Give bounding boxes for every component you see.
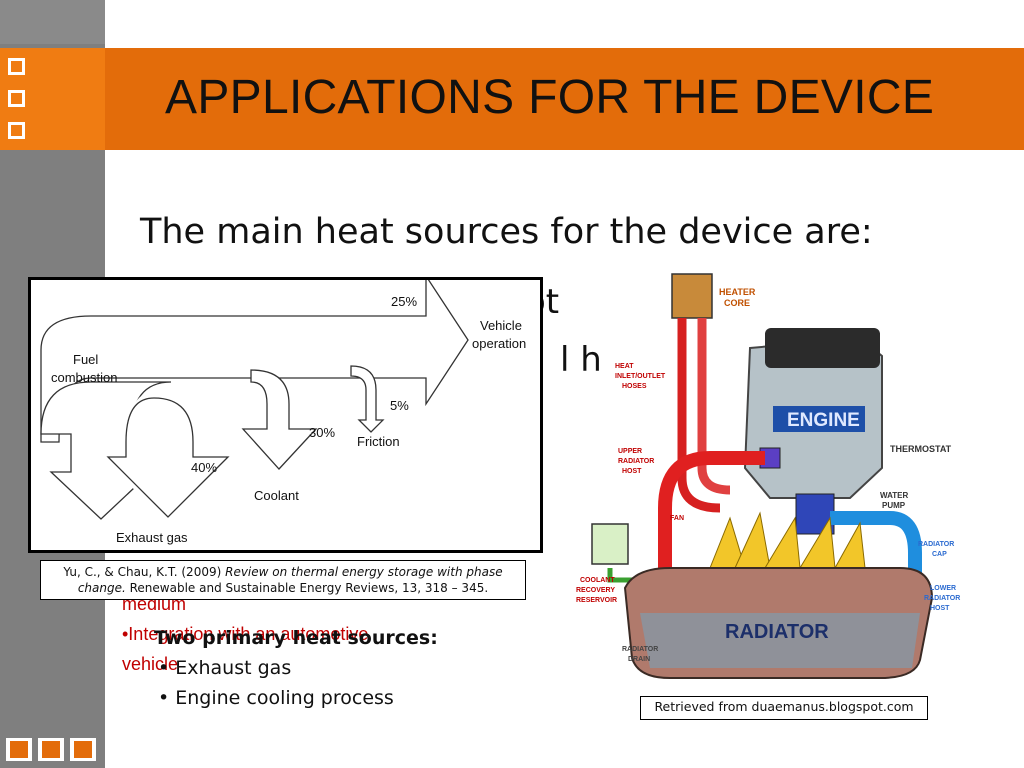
red-bullet-3: vehicle: [122, 654, 179, 674]
radiator-drain-label-2: DRAIN: [628, 656, 650, 663]
citation-text-before: Yu, C., & Chau, K.T. (2009): [63, 565, 226, 579]
bottom-decor-square-2: [38, 738, 64, 761]
friction-label: Friction: [357, 434, 400, 449]
engine-cooling-diagram: ENGINE RADIATOR HEATER CORE HEAT INLET/O…: [576, 273, 960, 679]
thermostat-label: THERMOSTAT: [890, 444, 952, 454]
heater-core-label: HEATER: [719, 287, 756, 297]
radiator-drain-label: RADIATOR: [622, 646, 658, 653]
fan-label: FAN: [670, 515, 684, 522]
coolant-reservoir-label-2: RECOVERY: [576, 587, 615, 594]
decor-square-3: [8, 122, 25, 139]
citation-box: Yu, C., & Chau, K.T. (2009) Review on th…: [40, 560, 526, 600]
radiator-cap-label-2: CAP: [932, 551, 947, 558]
heat-hoses-label-3: HOSES: [622, 383, 647, 390]
lower-radiator-hose: [830, 511, 922, 578]
title-bar: [0, 48, 1024, 150]
coolant-reservoir-label: COOLANT: [580, 577, 615, 584]
radiator-label: RADIATOR: [725, 621, 829, 643]
coolant-reservoir: [591, 523, 629, 565]
heater-hose-left: [677, 318, 721, 513]
image-credit: Retrieved from duaemanus.blogspot.com: [640, 696, 928, 720]
slide-title: APPLICATIONS FOR THE DEVICE: [165, 71, 935, 124]
heat-sources-label: Two primary heat sources:: [154, 627, 438, 649]
engine-cover: [765, 328, 880, 368]
coolant-reservoir-label-3: RESERVOIR: [576, 597, 617, 604]
vehicle-label-line1: Vehicle: [480, 318, 522, 333]
coolant-branch-arrow: [241, 369, 318, 470]
partially-hidden-text-2: l h: [560, 340, 602, 380]
decor-square-1: [8, 58, 25, 75]
engine-label: ENGINE: [787, 410, 860, 431]
heater-core-box: [671, 273, 713, 319]
heat-source-item-2: • Engine cooling process: [158, 687, 394, 709]
percent-40-label: 40%: [191, 460, 217, 475]
heat-hoses-label: HEAT: [615, 363, 634, 370]
heater-hose-right: [697, 318, 731, 495]
heater-core-label-2: CORE: [724, 298, 750, 308]
upper-hose-label-3: HOST: [622, 468, 642, 475]
decor-square-2: [8, 90, 25, 107]
bottom-decor-square-3: [70, 738, 96, 761]
body-heading: The main heat sources for the device are…: [140, 212, 873, 252]
bottom-decor-square-1: [6, 738, 32, 761]
exhaust-label: Exhaust gas: [116, 530, 188, 545]
lower-hose-label-2: RADIATOR: [924, 595, 960, 602]
radiator-cap-label: RADIATOR: [918, 541, 954, 548]
radiator-core: [640, 613, 920, 668]
red-bullet-2: •Integration with an automotive: [122, 624, 369, 644]
vehicle-label-line2: operation: [472, 336, 526, 351]
upper-radiator-hose: [658, 451, 765, 578]
coolant-label: Coolant: [254, 488, 299, 503]
sidebar-top-shade: [0, 0, 105, 44]
water-pump-label-2: PUMP: [882, 501, 906, 510]
upper-hose-label: UPPER: [618, 448, 642, 455]
citation-italic: Review on thermal energy storage with ph…: [77, 565, 503, 595]
energy-flow-diagram: 25% Vehicle operation Fuel combustion 5%…: [40, 280, 526, 545]
heat-source-item-1: • Exhaust gas: [158, 657, 292, 679]
percent-25-label: 25%: [391, 294, 417, 309]
fuel-label-line2: combustion: [51, 370, 117, 385]
lower-hose-label-3: HOST: [930, 605, 950, 612]
friction-arrow: [350, 365, 385, 433]
lower-hose-label: LOWER: [930, 585, 956, 592]
heat-hoses-label-2: INLET/OUTLET: [615, 373, 666, 380]
engine-label-plate: [773, 406, 865, 432]
citation-text-after: Renewable and Sustainable Energy Reviews…: [125, 581, 489, 595]
percent-30-label: 30%: [309, 425, 335, 440]
fuel-label-line1: Fuel: [73, 352, 98, 367]
coolant-arrow: [106, 397, 230, 518]
water-pump-label: WATER: [880, 491, 909, 500]
upper-hose-label-2: RADIATOR: [618, 458, 654, 465]
percent-5-label: 5%: [390, 398, 409, 413]
